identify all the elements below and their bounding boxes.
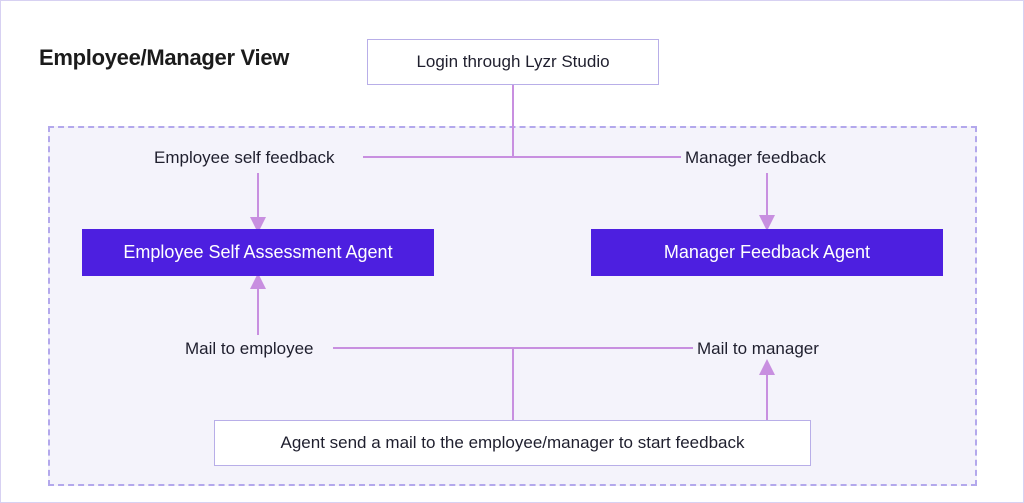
employee-self-assessment-agent-box: Employee Self Assessment Agent bbox=[82, 229, 434, 276]
employee-self-feedback-label: Employee self feedback bbox=[150, 148, 339, 168]
manager-feedback-label: Manager feedback bbox=[681, 148, 830, 168]
start-feedback-mail-box: Agent send a mail to the employee/manage… bbox=[214, 420, 811, 466]
mail-to-employee-label: Mail to employee bbox=[181, 339, 318, 359]
login-box: Login through Lyzr Studio bbox=[367, 39, 659, 85]
manager-feedback-agent-box: Manager Feedback Agent bbox=[591, 229, 943, 276]
diagram-title: Employee/Manager View bbox=[39, 45, 290, 70]
mail-to-manager-label: Mail to manager bbox=[693, 339, 823, 359]
